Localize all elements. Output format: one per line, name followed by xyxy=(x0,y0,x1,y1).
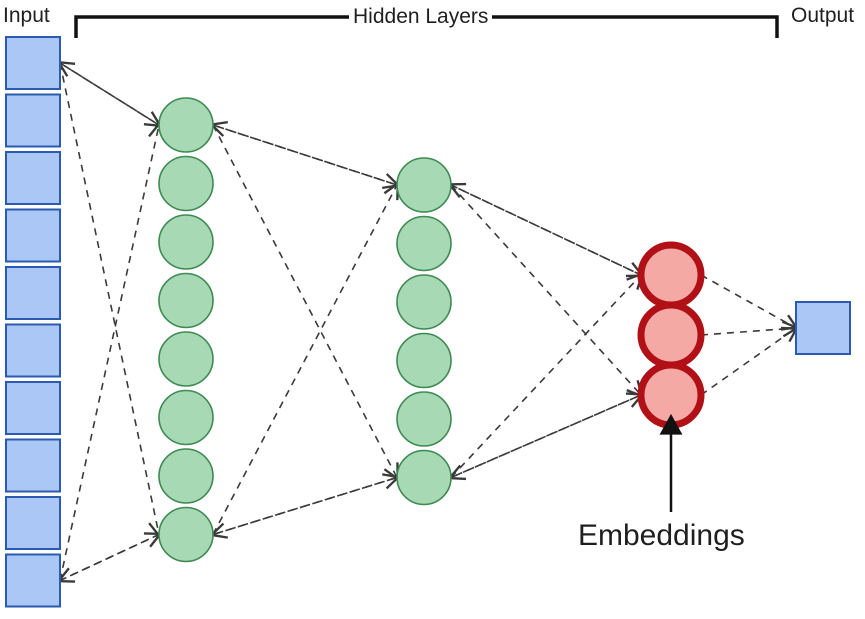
hidden-node xyxy=(396,449,452,506)
input-node xyxy=(5,438,61,493)
input-node xyxy=(5,553,61,608)
hidden-node xyxy=(396,391,452,447)
input-node xyxy=(5,93,61,148)
embedding-node xyxy=(637,361,705,429)
input-node xyxy=(5,208,61,263)
hidden-node xyxy=(396,215,452,272)
hidden-node xyxy=(396,332,452,389)
hidden-node xyxy=(158,389,214,446)
embedding-node xyxy=(637,301,705,369)
embedding-node xyxy=(637,241,705,309)
connection-line xyxy=(213,476,398,535)
connection-line xyxy=(59,125,159,581)
connection-line xyxy=(450,395,641,479)
connection-lines xyxy=(60,63,796,581)
input-node xyxy=(5,266,61,320)
input-layer-label: Input xyxy=(3,4,50,27)
hidden-node xyxy=(158,448,214,504)
hidden-node xyxy=(158,272,214,329)
hidden-node xyxy=(158,214,214,270)
connection-line xyxy=(212,185,397,535)
input-node xyxy=(5,36,61,90)
connection-line xyxy=(60,63,160,126)
embeddings-label: Embeddings xyxy=(578,519,745,552)
connection-line xyxy=(59,62,159,535)
output-layer-label: Output xyxy=(791,4,855,27)
output-node xyxy=(795,301,851,355)
connection-line xyxy=(450,275,641,479)
network-nodes xyxy=(5,36,851,608)
hidden-node xyxy=(158,331,214,387)
input-node xyxy=(5,381,61,435)
connection-line xyxy=(451,185,642,276)
input-node xyxy=(5,151,61,205)
hidden-node xyxy=(158,155,214,212)
connection-line xyxy=(212,124,397,478)
hidden-node xyxy=(158,97,214,153)
hidden-node xyxy=(396,157,452,213)
connection-line xyxy=(451,394,642,478)
connection-line xyxy=(700,328,796,335)
connection-line xyxy=(60,533,160,581)
connection-line xyxy=(213,125,398,186)
hidden-node xyxy=(158,506,214,563)
connection-line xyxy=(450,184,641,395)
connection-line xyxy=(700,328,796,396)
input-node xyxy=(5,323,61,378)
connection-line xyxy=(700,274,796,328)
hidden-layers-label: Hidden Layers xyxy=(349,6,493,27)
hidden-node xyxy=(396,274,452,330)
input-node xyxy=(5,496,61,550)
